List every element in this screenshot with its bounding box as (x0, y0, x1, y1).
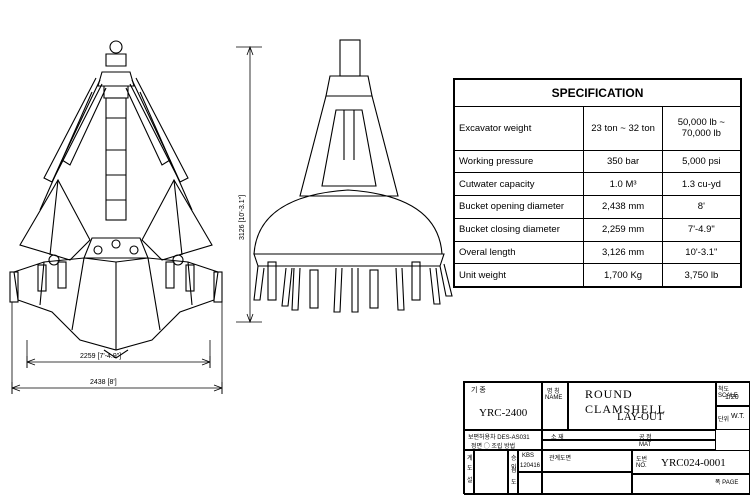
title-block: 기 종 YRC-2400 명 칭 NAME ROUND CLAMSHELL LA… (463, 381, 750, 495)
drawing-name: ROUND CLAMSHELL (585, 387, 666, 416)
scale-cell: 척도 SCALE 1/20 (716, 382, 750, 406)
model-number: YRC-2400 (479, 407, 528, 419)
closing-dimension-label: 2259 [7'-4.9"] (80, 353, 121, 360)
opening-dimension-label: 2438 [8'] (90, 379, 117, 386)
front-view-clamshell (9, 40, 223, 359)
dimension-lines (11, 45, 262, 394)
side-view-clamshell (253, 39, 453, 313)
unit-cell: 단위 W.T. (716, 406, 750, 430)
drawing-number-cell: 도번 NO. YRC024-0001 (632, 450, 750, 474)
height-dimension-label: 3126 [10'-3.1"] (239, 195, 246, 240)
drawing-number: YRC024-0001 (661, 457, 726, 469)
name-cell: ROUND CLAMSHELL LAY-OUT (568, 382, 716, 430)
drawing-subtitle: LAY-OUT (617, 411, 664, 423)
spec-title: SPECIFICATION (454, 79, 741, 107)
model-cell: 기 종 YRC-2400 (464, 382, 542, 430)
